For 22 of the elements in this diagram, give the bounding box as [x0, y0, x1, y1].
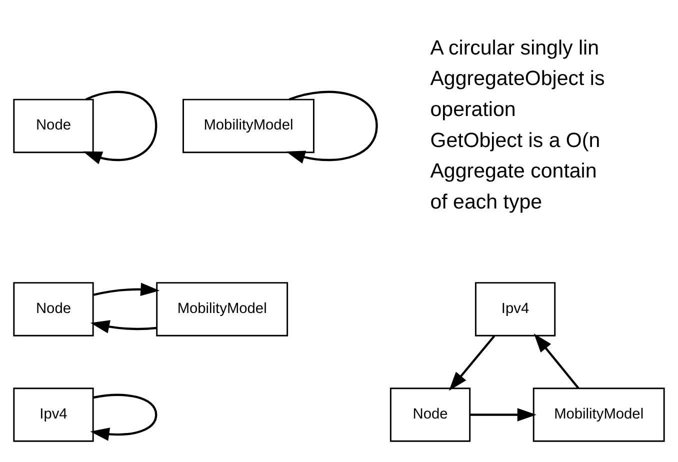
node-box: Node	[13, 282, 94, 336]
arrow	[470, 408, 536, 421]
arrow	[90, 320, 156, 333]
node-box: Node	[390, 387, 471, 442]
node-box: MobilityModel	[156, 282, 288, 336]
arrow	[93, 282, 160, 296]
label: AggregateObject is	[430, 66, 605, 90]
label: Aggregate contain	[430, 159, 597, 182]
arrow	[286, 90, 378, 164]
arrow	[82, 90, 158, 164]
node-box: Ipv4	[474, 282, 556, 336]
node-box: Ipv4	[13, 387, 94, 442]
node-box: MobilityModel	[532, 387, 665, 442]
node-box: MobilityModel	[182, 98, 314, 153]
arrow	[90, 393, 158, 440]
arrow	[534, 332, 580, 388]
label: A circular singly lin	[430, 36, 600, 59]
arrow	[448, 334, 496, 390]
label: operation	[430, 97, 516, 120]
label: GetObject is a O(n	[430, 128, 600, 152]
label: of each type	[430, 190, 542, 213]
node-box: Node	[13, 98, 94, 153]
